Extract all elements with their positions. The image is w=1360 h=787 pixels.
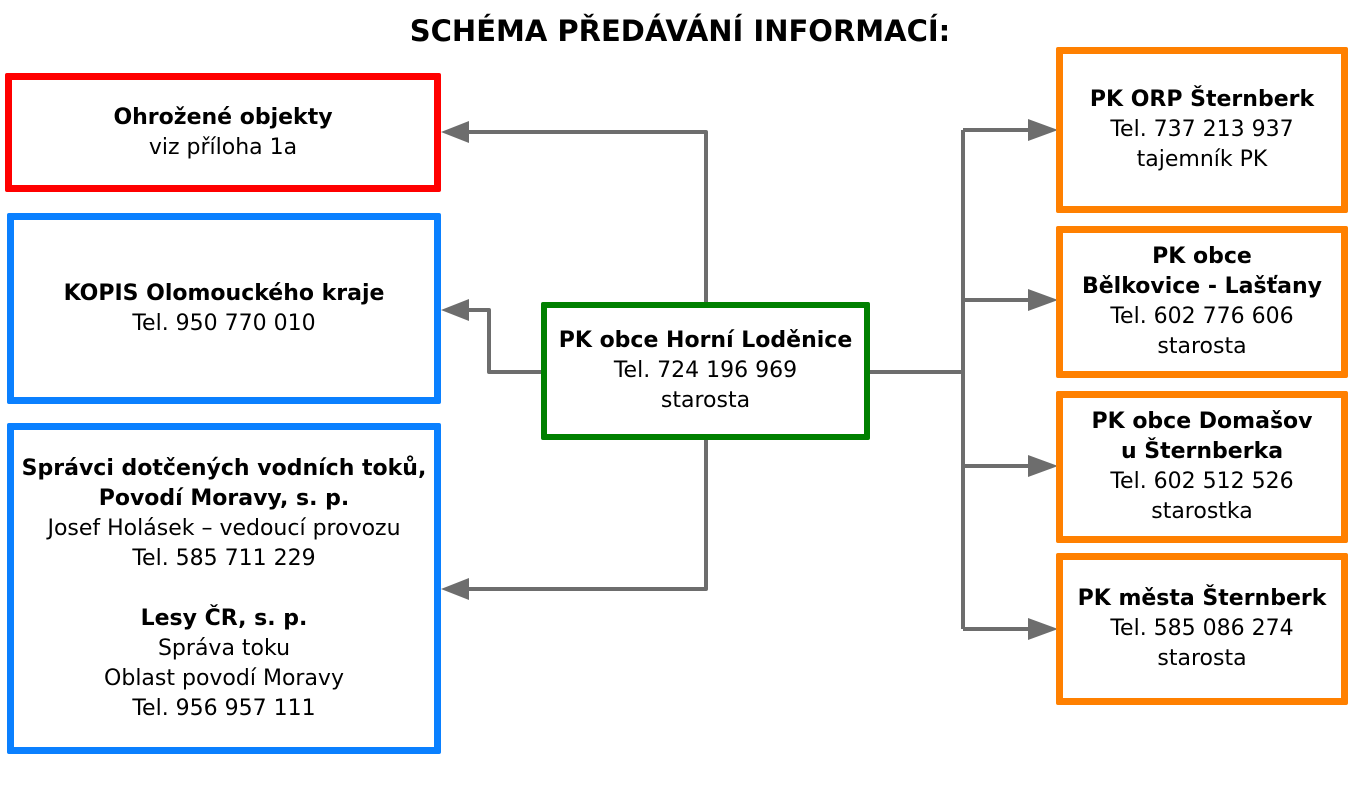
center-role: starosta [660, 388, 751, 413]
right-box-role: tajemník PK [1136, 147, 1268, 172]
right-box-phone: Tel. 585 086 274 [1110, 616, 1294, 641]
water-org2-phone: Tel. 956 957 111 [132, 695, 316, 721]
right-box-name: PK ORP Šternberk [1089, 87, 1315, 112]
arrowhead-belkovice-icon [1028, 289, 1058, 311]
connector-to-threatened [468, 130, 708, 303]
right-box-phone: Tel. 602 776 606 [1110, 304, 1294, 329]
right-box-phone: Tel. 737 213 937 [1110, 117, 1294, 142]
right-box-role: starosta [1157, 646, 1247, 671]
connector-to-water [468, 437, 708, 591]
diagram-title: SCHÉMA PŘEDÁVÁNÍ INFORMACÍ: [409, 14, 951, 48]
right-box-domasov: PK obce Domašov u Šternberka Tel. 602 51… [1056, 391, 1348, 543]
right-box-sternberk: PK města Šternberk Tel. 585 086 274 star… [1056, 553, 1348, 705]
arrowhead-kopis-icon [441, 299, 469, 321]
right-box-phone: Tel. 602 512 526 [1110, 469, 1294, 494]
right-box-name: PK obce Domašov [1091, 409, 1313, 434]
right-box-name-line2: Bělkovice - Lašťany [1081, 274, 1322, 299]
water-org1-contact: Josef Holásek – vedoucí provozu [47, 515, 401, 541]
right-box-orp: PK ORP Šternberk Tel. 737 213 937 tajemn… [1056, 47, 1348, 213]
threatened-objects-name: Ohrožené objekty [113, 104, 333, 130]
right-box-name: PK města Šternberk [1077, 586, 1327, 611]
arrowhead-domasov-icon [1028, 455, 1058, 477]
kopis-name: KOPIS Olomouckého kraje [63, 280, 385, 306]
water-org1-line1: Správci dotčených vodních toků, [21, 455, 427, 481]
center-name: PK obce Horní Loděnice [558, 328, 853, 353]
arrowhead-threatened-icon [441, 121, 469, 143]
center-box: PK obce Horní Loděnice Tel. 724 196 969 … [541, 302, 870, 440]
connector-to-kopis [468, 308, 543, 374]
water-org2-area: Oblast povodí Moravy [104, 665, 344, 691]
kopis-phone: Tel. 950 770 010 [132, 310, 316, 336]
right-box-name: PK obce [1152, 244, 1252, 269]
right-box-role: starosta [1157, 334, 1247, 359]
water-org2-name: Lesy ČR, s. p. [140, 605, 308, 631]
arrowhead-orp-icon [1028, 119, 1058, 141]
water-org1-line2: Povodí Moravy, s. p. [98, 485, 350, 511]
water-org2-unit: Správa toku [157, 635, 291, 661]
water-managers-box: Správci dotčených vodních toků, Povodí M… [7, 423, 441, 754]
water-org1-phone: Tel. 585 711 229 [132, 545, 316, 571]
arrowhead-water-icon [441, 578, 469, 600]
center-phone: Tel. 724 196 969 [613, 358, 798, 383]
threatened-objects-note: viz příloha 1a [148, 134, 298, 160]
kopis-box: KOPIS Olomouckého kraje Tel. 950 770 010 [7, 213, 441, 404]
right-box-belkovice: PK obce Bělkovice - Lašťany Tel. 602 776… [1056, 226, 1348, 378]
right-box-role: starostka [1151, 499, 1253, 524]
threatened-objects-box: Ohrožené objekty viz příloha 1a [5, 73, 441, 192]
arrowhead-sternberk-icon [1028, 618, 1058, 640]
right-box-name-line2: u Šternberka [1120, 439, 1284, 464]
